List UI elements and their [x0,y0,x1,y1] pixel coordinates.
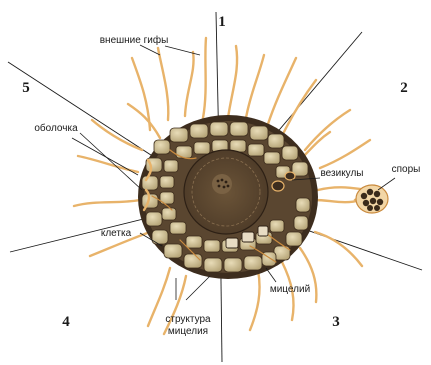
label-mycelium-structure-line1: структура [165,314,211,325]
label-vesicles: везикулы [320,168,363,179]
label-mycelium: мицелий [270,284,310,295]
label-mycelium-structure-line2: мицелия [168,326,208,337]
spore-cluster [356,185,388,213]
sector-number-1: 1 [218,14,226,30]
sector-number-3: 3 [332,314,340,330]
label-sheath: оболочка [34,122,78,134]
sector-number-5: 5 [22,80,30,96]
sector-number-2: 2 [400,80,408,96]
sector-number-4: 4 [62,314,70,330]
label-cell: клетка [101,228,132,239]
label-external-hyphae: внешние гифы [100,34,169,46]
stele-center [212,174,232,194]
label-spores: споры [392,164,421,175]
